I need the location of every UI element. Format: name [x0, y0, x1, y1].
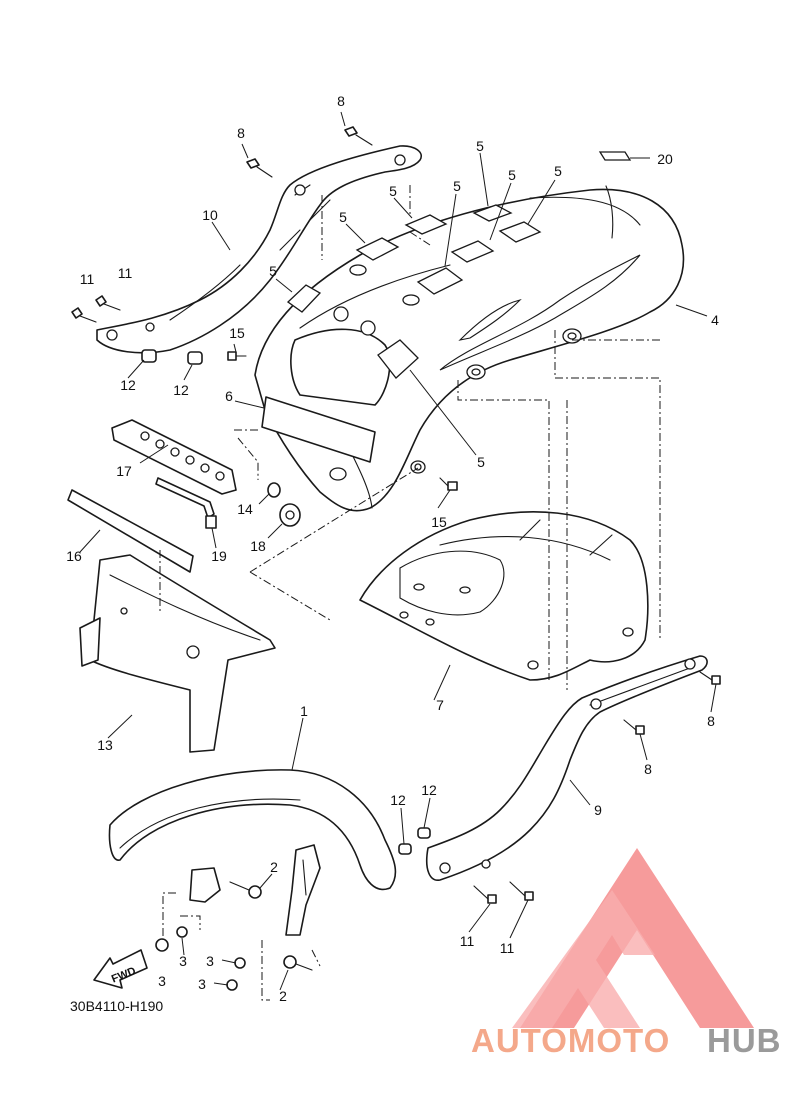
callout-5: 5: [453, 178, 461, 194]
callout-6: 6: [225, 388, 233, 404]
callout-13: 13: [97, 737, 113, 753]
callout-2: 2: [279, 988, 287, 1004]
rear-fender: [254, 185, 685, 512]
plate-bracket-13: [79, 554, 276, 753]
callout-12: 12: [120, 377, 136, 393]
callout-8: 8: [644, 761, 652, 777]
collars-12-left: [141, 349, 203, 365]
callout-12: 12: [390, 792, 406, 808]
callout-20: 20: [657, 151, 673, 167]
callout-11: 11: [118, 265, 133, 281]
front-fender: [108, 769, 397, 936]
callout-11: 11: [460, 933, 475, 949]
callout-3: 3: [206, 953, 214, 969]
leader-lines: [79, 111, 717, 991]
callout-18: 18: [250, 538, 266, 554]
label-20: [598, 151, 632, 161]
callout-8: 8: [237, 125, 245, 141]
callout-5: 5: [508, 167, 516, 183]
damper-18: [279, 503, 301, 527]
callout-16: 16: [66, 548, 82, 564]
damper-pads: [286, 204, 542, 379]
callouts: 8 8 8 8 20 5 5 5 5 5 5 5 5 10 11 11 11 1…: [66, 93, 719, 1004]
callout-10: 10: [202, 207, 218, 223]
callout-8: 8: [337, 93, 345, 109]
grab-rail-left: [96, 145, 422, 354]
inner-fender-7: [359, 511, 649, 681]
grab-rail-right: [425, 655, 708, 881]
callout-12: 12: [421, 782, 437, 798]
watermark-logo: [512, 848, 754, 1028]
watermark-brand: AUTOMOTO HUB: [471, 1022, 782, 1059]
watermark-text-secondary: HUB: [707, 1022, 782, 1059]
grommet-14: [267, 482, 281, 498]
bolts-11-right: [473, 881, 534, 904]
strip-16: [67, 489, 194, 573]
callout-5: 5: [477, 454, 485, 470]
callout-19: 19: [211, 548, 227, 564]
bolts-8-right: [623, 671, 721, 735]
callout-9: 9: [594, 802, 602, 818]
watermark-text-primary: AUTOMOTO: [471, 1022, 670, 1059]
callout-3: 3: [158, 973, 166, 989]
bracket-17: [111, 419, 237, 495]
callout-11: 11: [500, 940, 515, 956]
assembly-lines: [159, 185, 661, 1001]
callout-4: 4: [711, 312, 719, 328]
bolts-15: [227, 351, 458, 491]
callout-1: 1: [300, 703, 308, 719]
callout-8: 8: [707, 713, 715, 729]
diagram-code: 30B4110-H190: [70, 998, 163, 1014]
callout-11: 11: [80, 271, 95, 287]
callout-5: 5: [476, 138, 484, 154]
callout-14: 14: [237, 501, 253, 517]
collars-12-right: [398, 827, 431, 855]
callout-5: 5: [389, 183, 397, 199]
callout-15: 15: [431, 514, 447, 530]
callout-3: 3: [179, 953, 187, 969]
callout-5: 5: [269, 263, 277, 279]
bolts-2-3: [155, 881, 313, 991]
bolts-8-top: [246, 126, 373, 178]
callout-7: 7: [436, 697, 444, 713]
fwd-arrow-icon: [93, 949, 148, 989]
cable-tie-19: [155, 477, 217, 529]
callout-5: 5: [554, 163, 562, 179]
callout-15: 15: [229, 325, 245, 341]
bolts-11-left: [71, 295, 121, 323]
callout-5: 5: [339, 209, 347, 225]
callout-12: 12: [173, 382, 189, 398]
callout-3: 3: [198, 976, 206, 992]
reflector-6: [261, 396, 376, 463]
callout-2: 2: [270, 859, 278, 875]
callout-17: 17: [116, 463, 132, 479]
